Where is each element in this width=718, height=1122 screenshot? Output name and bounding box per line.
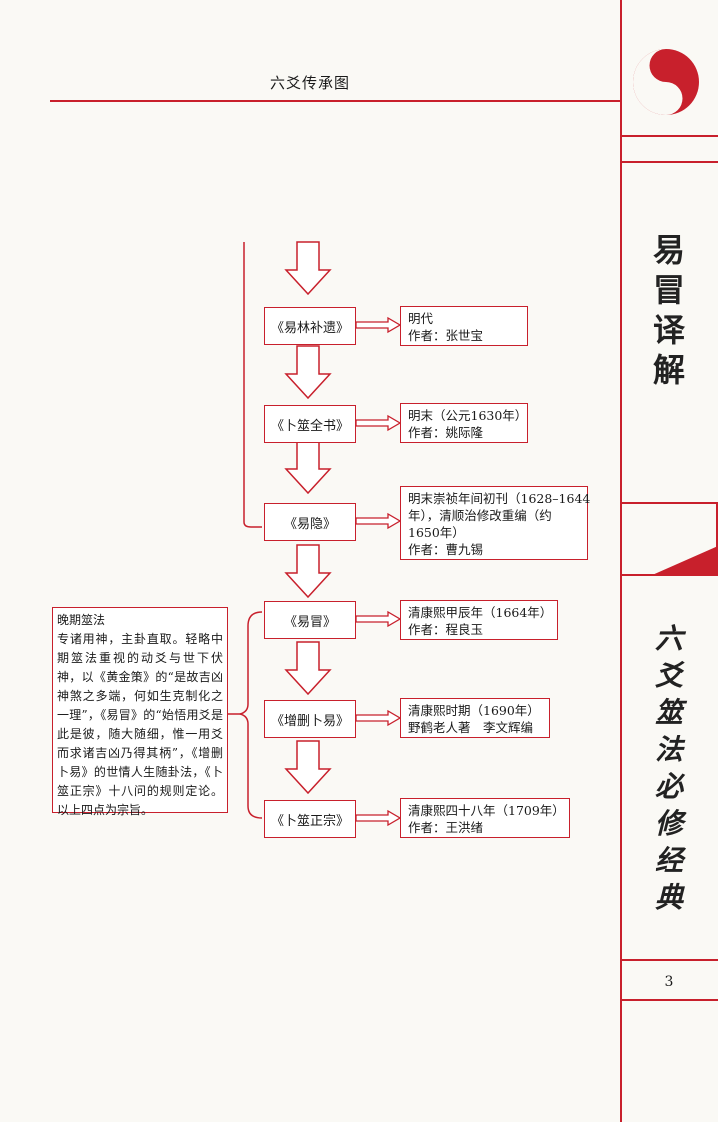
late-period-body: 专诸用神，主卦直取。轻略中期筮法重视的动爻与世下伏神，以《黄金策》的“是故吉凶神… bbox=[57, 632, 223, 817]
info-line: 明末崇祯年间初刊（1628–1644 bbox=[408, 491, 591, 506]
sidebar-title-char: 冒 bbox=[652, 271, 685, 309]
right-arrow-3 bbox=[355, 513, 401, 529]
header-divider bbox=[50, 100, 620, 102]
book-node-bushi-quanshu: 《卜筮全书》 bbox=[264, 405, 356, 443]
sidebar-subtitle-char: 爻 bbox=[654, 659, 683, 692]
late-period-note: 晚期筮法 专诸用神，主卦直取。轻略中期筮法重视的动爻与世下伏神，以《黄金策》的“… bbox=[52, 607, 228, 817]
down-arrow-1 bbox=[285, 241, 331, 295]
info-line: 作者：张世宝 bbox=[408, 328, 484, 343]
down-arrow-6 bbox=[285, 740, 331, 794]
sidebar-bottom-rules bbox=[622, 959, 718, 1001]
down-arrow-4 bbox=[285, 544, 331, 598]
down-arrow-2 bbox=[285, 345, 331, 399]
late-period-title: 晚期筮法 bbox=[57, 613, 106, 627]
book-node-yimao: 《易冒》 bbox=[264, 601, 356, 639]
info-line: 作者：程良玉 bbox=[408, 622, 484, 637]
info-box-yiyin: 明末崇祯年间初刊（1628–1644 年），清顺治修改重编（约 1650年） 作… bbox=[400, 486, 591, 560]
sidebar-subtitle-char: 法 bbox=[654, 733, 683, 766]
info-line: 野鹤老人著 李文辉编 bbox=[408, 720, 534, 735]
info-line: 1650年） bbox=[408, 525, 465, 540]
sidebar-subtitle-char: 六 bbox=[654, 622, 683, 655]
info-box-bushi-quanshu: 明末（公元1630年） 作者：姚际隆 bbox=[400, 403, 528, 443]
sidebar-book-subtitle: 六爻筮法必修经典 bbox=[620, 620, 718, 916]
info-line: 明末（公元1630年） bbox=[408, 408, 528, 423]
info-line: 作者：王洪绪 bbox=[408, 820, 484, 835]
sidebar-top-graphics bbox=[622, 135, 718, 163]
down-arrow-3 bbox=[285, 440, 331, 494]
page-title: 六爻传承图 bbox=[269, 74, 350, 92]
info-line: 清康熙甲辰年（1664年） bbox=[408, 605, 553, 620]
early-bracket bbox=[243, 242, 262, 528]
right-arrow-6 bbox=[355, 810, 401, 826]
right-arrow-4 bbox=[355, 611, 401, 627]
sidebar-title-char: 易 bbox=[652, 231, 685, 269]
right-arrow-5 bbox=[355, 710, 401, 726]
sidebar-book-title: 易冒译解 bbox=[620, 230, 718, 390]
info-box-zengshan-buyi: 清康熙时期（1690年） 野鹤老人著 李文辉编 bbox=[400, 698, 550, 738]
sidebar-subtitle-char: 修 bbox=[654, 807, 683, 840]
info-line: 作者：曹九锡 bbox=[408, 542, 484, 557]
info-box-yilin-buyi: 明代 作者：张世宝 bbox=[400, 306, 528, 346]
book-node-yiyin: 《易隐》 bbox=[264, 503, 356, 541]
lineage-connectors bbox=[228, 241, 401, 826]
info-line: 明代 bbox=[408, 311, 434, 326]
info-line: 年），清顺治修改重编（约 bbox=[408, 508, 552, 523]
late-bracket bbox=[239, 611, 263, 819]
right-arrow-2 bbox=[355, 415, 401, 431]
sidebar-divider bbox=[620, 0, 622, 1122]
right-arrow-1 bbox=[355, 317, 401, 333]
sidebar-title-char: 译 bbox=[652, 311, 685, 349]
info-line: 清康熙四十八年（1709年） bbox=[408, 803, 565, 818]
sidebar-wedge bbox=[622, 502, 718, 576]
book-node-zengshan-buyi: 《增删卜易》 bbox=[264, 700, 356, 738]
taiji-icon bbox=[633, 49, 699, 115]
info-line: 清康熙时期（1690年） bbox=[408, 703, 540, 718]
sidebar-title-char: 解 bbox=[652, 351, 685, 389]
info-box-yimao: 清康熙甲辰年（1664年） 作者：程良玉 bbox=[400, 600, 558, 640]
sidebar-subtitle-char: 经 bbox=[654, 844, 683, 877]
sidebar-subtitle-char: 典 bbox=[654, 881, 683, 914]
page-number: 3 bbox=[664, 974, 674, 990]
down-arrow-5 bbox=[285, 641, 331, 695]
info-line: 作者：姚际隆 bbox=[408, 425, 484, 440]
book-node-yilin-buyi: 《易林补遗》 bbox=[264, 307, 356, 345]
sidebar-subtitle-char: 必 bbox=[654, 770, 683, 803]
book-node-bushi-zhengzong: 《卜筮正宗》 bbox=[264, 800, 356, 838]
info-box-bushi-zhengzong: 清康熙四十八年（1709年） 作者：王洪绪 bbox=[400, 798, 570, 838]
sidebar-subtitle-char: 筮 bbox=[654, 696, 683, 729]
